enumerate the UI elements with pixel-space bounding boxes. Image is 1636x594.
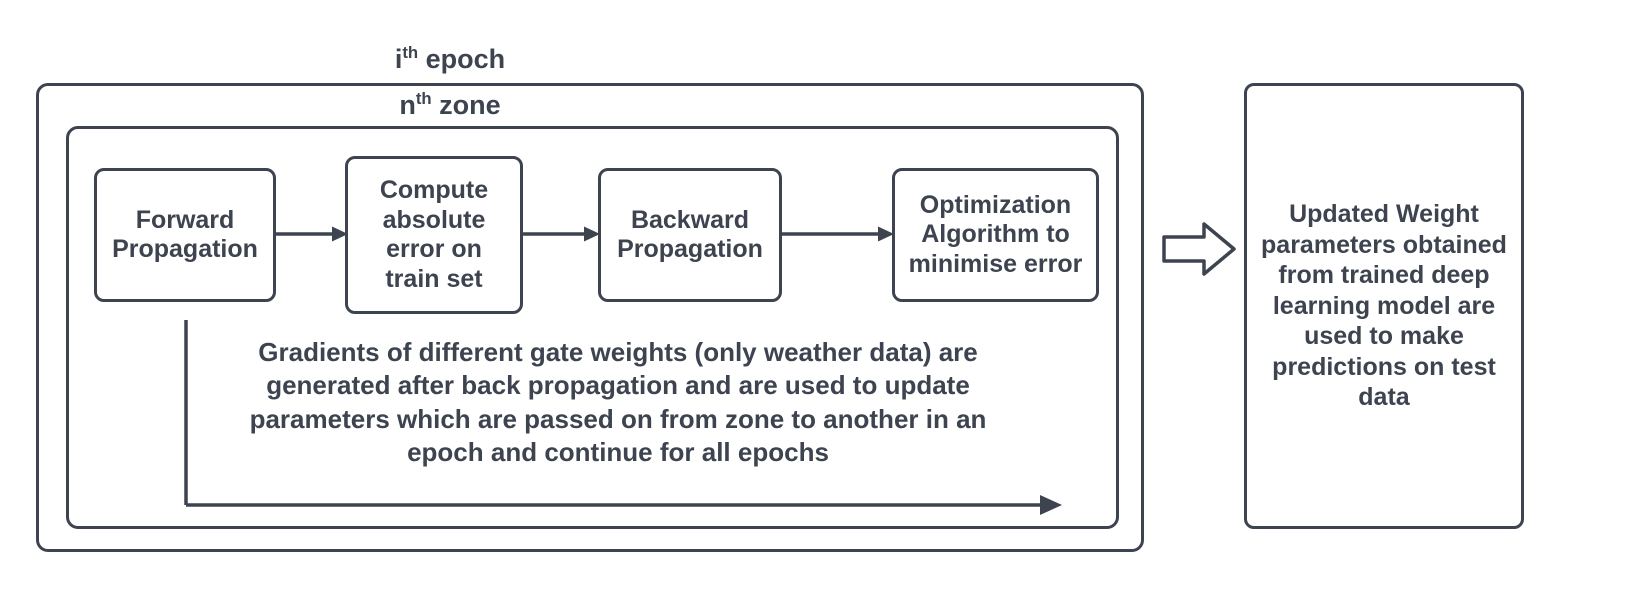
epoch-caption: ith epoch (280, 43, 620, 74)
arrow-forward-to-error (276, 226, 348, 242)
arrow-backward-to-optimization (782, 226, 894, 242)
node-updated-weight-parameters[interactable]: Updated Weight parameters obtained from … (1244, 83, 1524, 529)
node-compute-absolute-error[interactable]: Compute absolute error on train set (345, 156, 523, 314)
epoch-frame (36, 83, 1144, 552)
zone-caption-sup: th (415, 89, 432, 108)
zone-caption: nth zone (280, 89, 620, 120)
node-forward-propagation[interactable]: Forward Propagation (94, 168, 276, 302)
epoch-caption-prefix: i (394, 44, 403, 74)
zone-caption-prefix: n (399, 90, 416, 120)
zone-frame (66, 126, 1119, 529)
zone-caption-suffix: zone (431, 90, 501, 120)
arrow-error-to-backward (523, 226, 600, 242)
arrow-zone-to-output (1162, 222, 1236, 276)
node-optimization-algorithm[interactable]: Optimization Algorithm to minimise error (892, 168, 1099, 302)
epoch-caption-sup: th (402, 43, 419, 62)
epoch-caption-suffix: epoch (418, 44, 506, 74)
arrow-feedback-loop (184, 320, 1062, 515)
loop-note-text: Gradients of different gate weights (onl… (249, 337, 987, 467)
node-backward-propagation[interactable]: Backward Propagation (598, 168, 782, 302)
